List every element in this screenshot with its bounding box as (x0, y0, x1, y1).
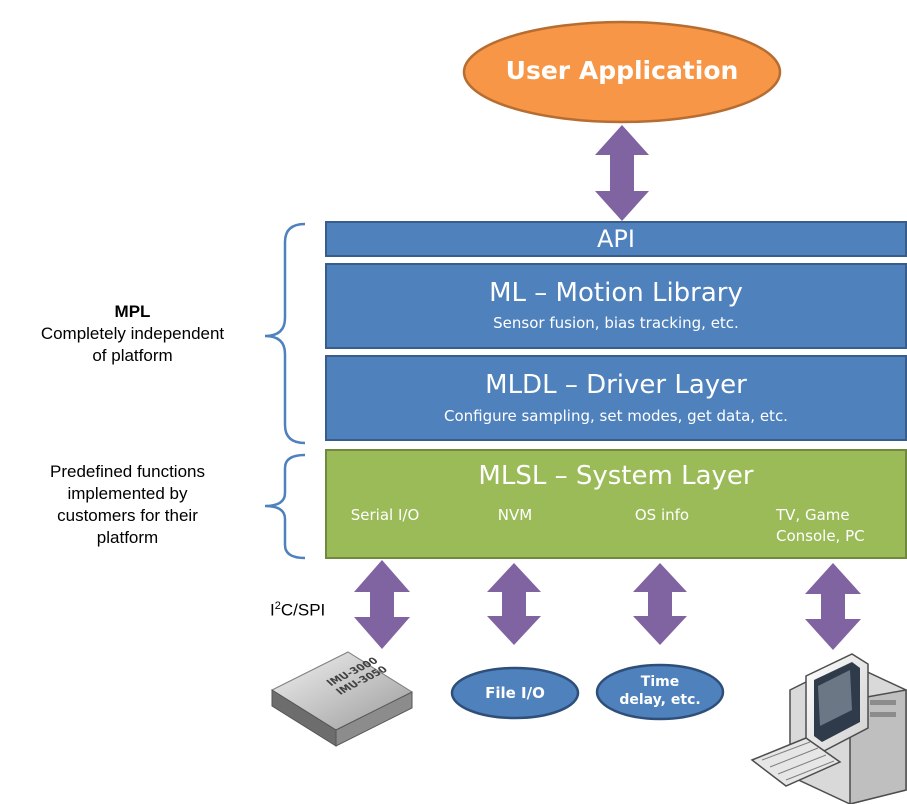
mldl-subtitle: Configure sampling, set modes, get data,… (444, 407, 788, 425)
predefined-note-line3: customers for their (57, 506, 198, 525)
imu-chip-icon (270, 651, 414, 747)
mpl-note-line2: of platform (92, 346, 173, 365)
bus-label: I2C/SPI (270, 596, 350, 621)
bus-label-suffix: C/SPI (280, 600, 326, 620)
mlsl-layer (325, 449, 907, 559)
desktop-computer-icon (750, 653, 907, 804)
ml-layer (325, 263, 907, 349)
mlsl-item-os-info: OS info (634, 506, 690, 524)
mlsl-item-serial-io: Serial I/O (350, 506, 420, 524)
mpl-brace (264, 222, 306, 445)
time-delay-line1: Time (640, 674, 680, 690)
ml-title: ML – Motion Library (489, 278, 743, 308)
bus-label-sup: 2 (274, 600, 281, 612)
double-arrow (487, 563, 541, 645)
mlsl-title: MLSL – System Layer (478, 461, 754, 491)
time-delay-oval (595, 663, 725, 721)
file-io-oval (450, 666, 580, 720)
file-io-label: File I/O (485, 684, 545, 702)
double-arrow (354, 560, 410, 649)
api-layer (325, 221, 907, 257)
double-arrow (805, 563, 861, 650)
api-label: API (597, 225, 635, 253)
predefined-brace (264, 453, 306, 560)
mldl-title: MLDL – Driver Layer (485, 370, 747, 400)
time-delay-line2: delay, etc. (619, 692, 701, 708)
mlsl-item-tv-game-console-pc: TV, Game Console, PC (776, 506, 865, 545)
ml-subtitle: Sensor fusion, bias tracking, etc. (493, 314, 739, 332)
mpl-note-title: MPL (114, 302, 151, 321)
user-application-oval (462, 20, 782, 124)
mldl-layer (325, 355, 907, 441)
user-application-label: User Application (505, 56, 739, 85)
double-arrow (633, 563, 687, 645)
time-delay-label: Time delay, etc. (598, 673, 722, 709)
mlsl-item-nvm: NVM (497, 506, 533, 524)
mpl-note-line1: Completely independent (40, 324, 225, 343)
double-arrow (595, 125, 649, 221)
predefined-note-line1: Predefined functions (50, 462, 205, 481)
predefined-note-line4: platform (96, 528, 159, 547)
bus-label-prefix: I (270, 600, 275, 620)
predefined-note-line2: implemented by (67, 484, 188, 503)
